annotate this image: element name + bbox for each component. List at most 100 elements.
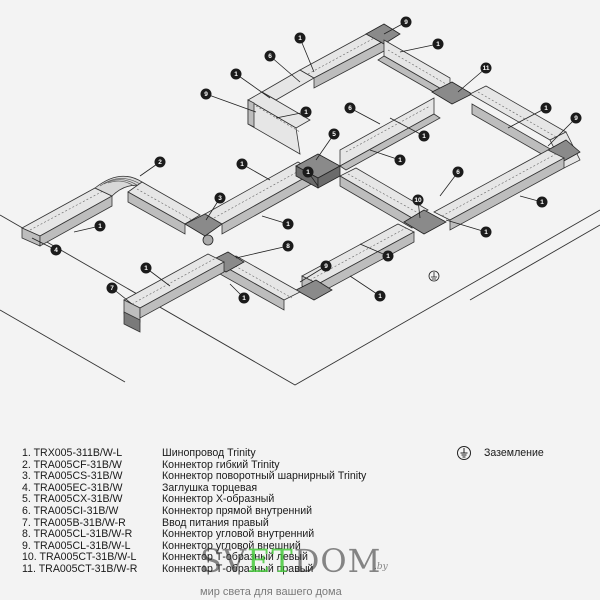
callout-circle xyxy=(236,158,248,170)
callout-number: 4 xyxy=(54,247,58,254)
callout-number: 1 xyxy=(544,105,548,112)
callout-marker-1: 1 xyxy=(359,243,394,262)
callout-number: 1 xyxy=(540,199,544,206)
callout-number: 10 xyxy=(414,197,422,204)
callout-circle xyxy=(344,102,356,114)
floor-plane-edge-right xyxy=(469,224,600,301)
callout-number: 8 xyxy=(286,243,290,250)
track-segment-right xyxy=(469,85,581,169)
callout-number: 9 xyxy=(574,115,578,122)
legend-code: 11. TRA005CT-31B/W-R xyxy=(22,562,138,575)
callout-leader xyxy=(205,93,257,113)
callout-number: 1 xyxy=(234,71,238,78)
callout-number: 9 xyxy=(204,91,208,98)
legend-row: 4. TRA005EC-31B/W Заглушка торцевая xyxy=(22,481,366,495)
floor-plane-edge xyxy=(0,309,126,383)
callout-leader xyxy=(547,117,577,147)
callout-number: 1 xyxy=(378,293,382,300)
legend-description: Заглушка торцевая xyxy=(162,481,258,494)
callout-number: 1 xyxy=(98,223,102,230)
callout-marker-1: 1 xyxy=(507,102,552,129)
callout-circle xyxy=(480,226,492,238)
callout-leader xyxy=(399,43,439,53)
track-segment-upper-left xyxy=(247,69,315,155)
callout-circle xyxy=(200,88,212,100)
callout-number: 1 xyxy=(436,41,440,48)
callout-number: 1 xyxy=(240,161,244,168)
legend-code: 4. TRA005EC-31B/W xyxy=(22,481,123,494)
callout-marker-1: 1 xyxy=(261,215,294,230)
callout-circle xyxy=(214,192,226,204)
callout-number: 1 xyxy=(304,109,308,116)
callout-circle xyxy=(300,106,312,118)
callout-circle xyxy=(50,244,62,256)
legend-code: 9. TRA005CL-31B/W-L xyxy=(22,539,131,552)
callout-circle xyxy=(540,102,552,114)
track-segment-lower-left xyxy=(207,251,301,311)
callout-number: 1 xyxy=(286,221,290,228)
callout-number: 6 xyxy=(268,53,272,60)
ground-label: Заземление xyxy=(484,447,544,459)
callout-marker-2: 2 xyxy=(139,156,166,177)
callout-marker-1: 1 xyxy=(140,262,171,287)
callout-circle xyxy=(400,16,412,28)
callout-marker-9: 9 xyxy=(299,260,332,283)
ground-symbol-diagram xyxy=(428,270,440,282)
ground-icon xyxy=(457,446,471,460)
callout-number: 9 xyxy=(404,19,408,26)
callout-circle xyxy=(382,250,394,262)
callout-number: 7 xyxy=(110,285,114,292)
callout-circle xyxy=(294,32,306,44)
callout-circle xyxy=(394,154,406,166)
callout-marker-1: 1 xyxy=(445,219,492,238)
callout-circle xyxy=(154,156,166,168)
legend-description: Коннектор Т-образный левый xyxy=(162,551,308,564)
callout-marker-5: 5 xyxy=(315,128,340,161)
callout-marker-1: 1 xyxy=(519,195,548,208)
track-segment-center-right xyxy=(339,167,447,235)
callout-marker-1: 1 xyxy=(229,283,250,304)
callout-circle xyxy=(412,194,424,206)
legend-description: Коннектор прямой внутренний xyxy=(162,504,313,517)
callout-leader xyxy=(445,219,487,233)
callout-marker-1: 1 xyxy=(369,149,406,166)
callout-number: 2 xyxy=(158,159,162,166)
callout-circle xyxy=(106,282,118,294)
callout-circle xyxy=(328,128,340,140)
callout-circle xyxy=(238,292,250,304)
callout-marker-1: 1 xyxy=(275,106,312,119)
callout-marker-6: 6 xyxy=(344,102,381,125)
legend-code: 10. TRA005CT-31B/W-L xyxy=(22,551,137,564)
callout-circle xyxy=(480,62,492,74)
callout-leader xyxy=(299,37,315,73)
callout-circle xyxy=(374,290,386,302)
callout-circle xyxy=(432,38,444,50)
callout-leader xyxy=(457,67,487,93)
ground-legend: Заземление xyxy=(456,445,544,461)
callout-marker-1: 1 xyxy=(294,32,315,73)
callout-number: 6 xyxy=(348,105,352,112)
callout-number: 1 xyxy=(298,35,302,42)
callout-number: 1 xyxy=(398,157,402,164)
callout-leader xyxy=(235,245,289,259)
callout-circle xyxy=(418,130,430,142)
callout-marker-9: 9 xyxy=(547,112,582,147)
callout-circle xyxy=(94,220,106,232)
legend-code: 1. TRX005-311B/W-L xyxy=(22,447,123,459)
track-segment-power xyxy=(123,253,225,333)
callout-marker-1: 1 xyxy=(73,220,106,233)
callout-marker-1: 1 xyxy=(302,166,319,187)
legend-row: 10. TRA005CT-31B/W-L Коннектор Т-образный… xyxy=(22,552,366,564)
legend-description: Коннектор Т-образный правый xyxy=(162,562,314,575)
callout-marker-4: 4 xyxy=(31,237,62,256)
track-segment-left xyxy=(21,187,113,247)
callout-number: 11 xyxy=(483,65,490,72)
